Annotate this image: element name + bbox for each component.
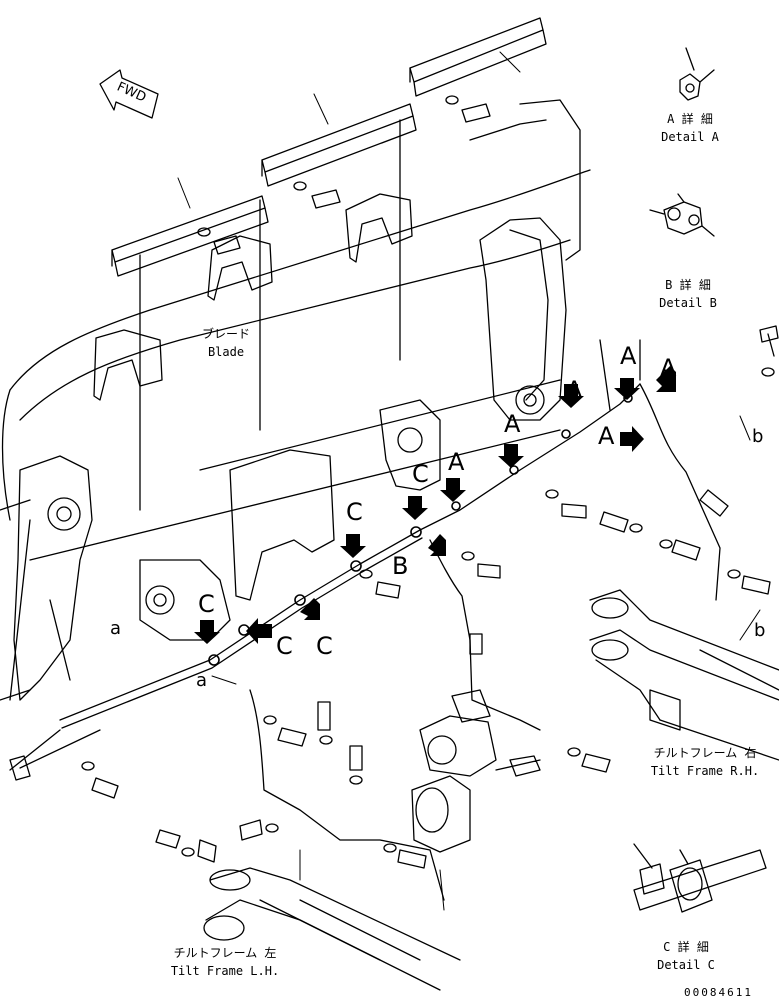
callout-c-5: C: [316, 632, 333, 660]
tilt-frame-lh: [198, 840, 460, 990]
detail-c-drawing: [634, 844, 766, 912]
arrow-a-3-icon: [498, 444, 524, 468]
callout-a-5: A: [504, 410, 521, 438]
detail-a-drawing: [680, 48, 714, 100]
callout-b-1: B: [392, 552, 409, 580]
arrow-a-2-icon: [558, 384, 584, 408]
detail-b-label-en: Detail B: [659, 296, 717, 310]
detail-c-label-en: Detail C: [657, 958, 715, 972]
arrow-c-2-icon: [194, 620, 220, 644]
callout-lower-a-2: a: [196, 670, 208, 691]
arrow-b-2-icon: [428, 534, 446, 556]
blade-label-jp: ブレード: [201, 327, 250, 341]
tilt-frame-rh-label-en: Tilt Frame R.H.: [650, 764, 760, 778]
arrow-a-6-icon: [656, 366, 676, 392]
right-frame: [470, 100, 580, 420]
callout-c-1: C: [412, 460, 429, 488]
tilt-frame-lh-label-en: Tilt Frame L.H.: [170, 964, 280, 978]
callout-c-2: C: [346, 498, 363, 526]
arrow-a-4-icon: [440, 478, 466, 502]
leader-lines: [178, 52, 760, 910]
callout-lower-a-1: a: [110, 618, 122, 639]
center-brackets: [140, 400, 440, 640]
arrow-a-1-icon: [614, 378, 640, 400]
arrow-a-5-icon: [620, 426, 644, 452]
tilt-frame-rh-label-jp: チルトフレーム 右: [653, 746, 757, 760]
cylinder-block: [412, 690, 540, 852]
callout-a-2: A: [660, 354, 677, 382]
detail-c-label-jp: C 詳 細: [663, 940, 709, 954]
fwd-arrow-icon: [100, 70, 158, 118]
callout-a-1: A: [620, 342, 637, 370]
arrow-b-icon: [402, 496, 428, 520]
arrow-c-3-icon: [246, 618, 272, 644]
callout-lower-b-1: b: [752, 426, 764, 447]
detail-b-label-jp: B 詳 細: [665, 278, 711, 292]
callout-c-3: C: [198, 590, 215, 618]
callout-a-4: A: [598, 422, 615, 450]
blade-label-en: Blade: [207, 345, 245, 359]
detail-b-drawing: [650, 194, 714, 236]
fasteners: [10, 96, 778, 868]
callout-lower-b-2: b: [754, 620, 766, 641]
blade-body: [3, 120, 591, 560]
callout-a-6: A: [448, 448, 465, 476]
arrow-c-1-icon: [340, 534, 366, 558]
callout-a-3: A: [566, 376, 583, 404]
drawing-number: 00084611: [684, 986, 753, 999]
left-frame: [0, 456, 92, 700]
tilt-frame-rh: [590, 590, 779, 760]
callout-c-4: C: [276, 632, 293, 660]
tilt-frame-lh-label-jp: チルトフレーム 左: [173, 946, 277, 960]
callout-arrows: [194, 366, 676, 644]
blade-top-strips: [112, 18, 546, 276]
detail-a-label-jp: A 詳 細: [667, 112, 713, 126]
arrow-c-4-icon: [300, 598, 320, 620]
detail-a-label-en: Detail A: [661, 130, 719, 144]
